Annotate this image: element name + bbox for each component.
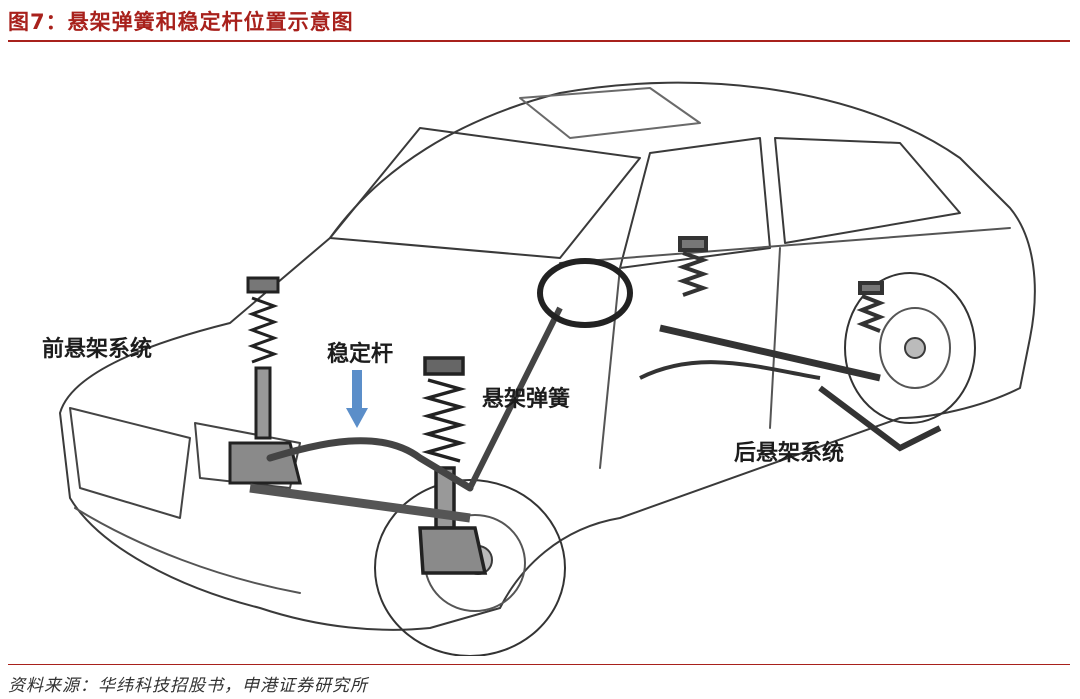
windshield [329, 127, 641, 259]
rear-suspension-assembly [639, 236, 942, 452]
door-line-rear [769, 247, 781, 429]
side-window-rear [774, 137, 961, 244]
side-window-front [619, 137, 771, 269]
stabilizer-arrow [346, 370, 368, 428]
figure-title: 图7：悬架弹簧和稳定杆位置示意图 [8, 10, 354, 34]
footer-divider [8, 664, 1070, 665]
grille [69, 407, 191, 519]
car-suspension-illustration [59, 81, 1036, 656]
bumper [74, 507, 301, 594]
label-stabilizer-bar: 稳定杆 [327, 342, 394, 367]
car-body-outline [59, 81, 1036, 631]
rear-hub [904, 337, 926, 359]
label-suspension-spring: 悬架弹簧 [482, 387, 571, 412]
label-rear-suspension: 后悬架系统 [734, 441, 845, 466]
sunroof [519, 87, 701, 139]
rear-wheel-rim [879, 307, 951, 389]
cross-member [249, 483, 471, 523]
door-line-front [599, 267, 621, 469]
title-divider [8, 40, 1070, 42]
source-note: 资料来源：华纬科技招股书，申港证券研究所 [8, 676, 368, 696]
steering-column [467, 306, 563, 490]
label-front-suspension: 前悬架系统 [42, 337, 153, 362]
steering-wheel [537, 258, 633, 328]
rear-wheel-tire [844, 272, 976, 424]
front-wheel-tire [374, 479, 566, 656]
stabilizer-bar [266, 437, 474, 492]
belt-line [559, 227, 1011, 264]
